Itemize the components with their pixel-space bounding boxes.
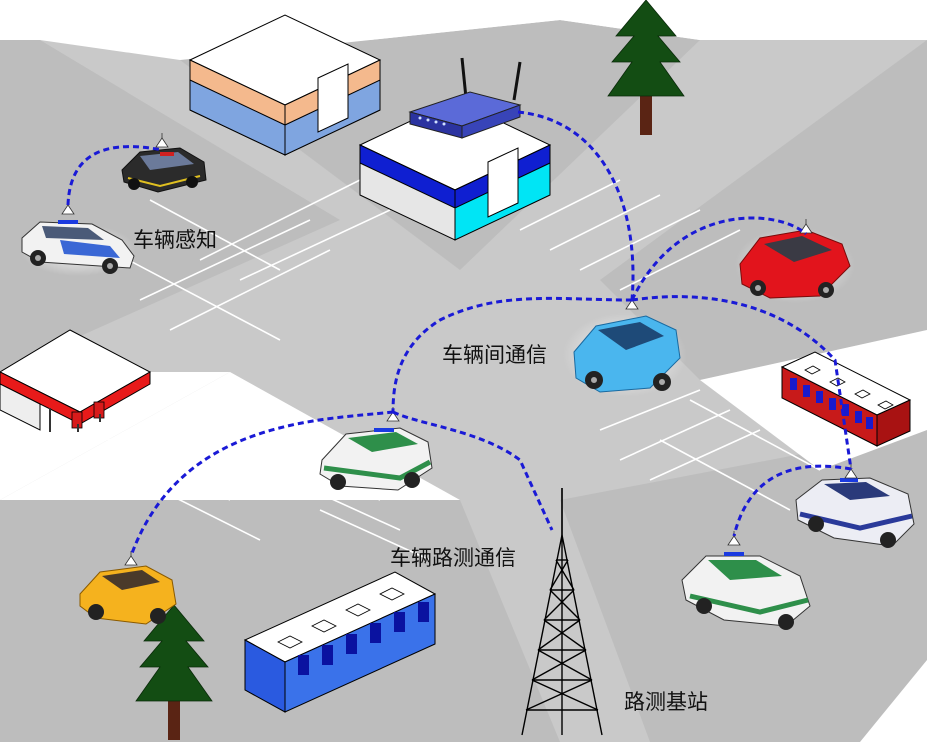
communication-links <box>66 110 853 557</box>
police-car-icon <box>20 220 136 276</box>
red-bus <box>780 351 912 447</box>
blue-bus <box>243 571 437 713</box>
cell-tower-icon <box>521 488 603 736</box>
green-police-car-icon <box>319 427 433 491</box>
lane-markings <box>89 179 821 561</box>
black-sedan-icon <box>121 147 207 193</box>
v2v-label: 车辆间通信 <box>442 343 547 367</box>
gas-station <box>0 329 152 432</box>
roadside-station-label: 路测基站 <box>624 690 708 714</box>
router-icon <box>408 57 522 139</box>
yellow-taxi-icon <box>79 565 177 625</box>
red-car-icon <box>735 227 855 303</box>
tree-icon <box>135 604 213 740</box>
green-police-car-icon <box>681 552 811 630</box>
vehicle-sensing-label: 车辆感知 <box>133 228 217 252</box>
blue-police-car-icon <box>795 477 915 548</box>
tree-icon <box>607 0 685 135</box>
blue-car-icon <box>563 313 687 397</box>
v2i-label: 车辆路测通信 <box>390 546 516 570</box>
antenna-markers <box>61 133 858 566</box>
building-orange <box>188 14 382 156</box>
